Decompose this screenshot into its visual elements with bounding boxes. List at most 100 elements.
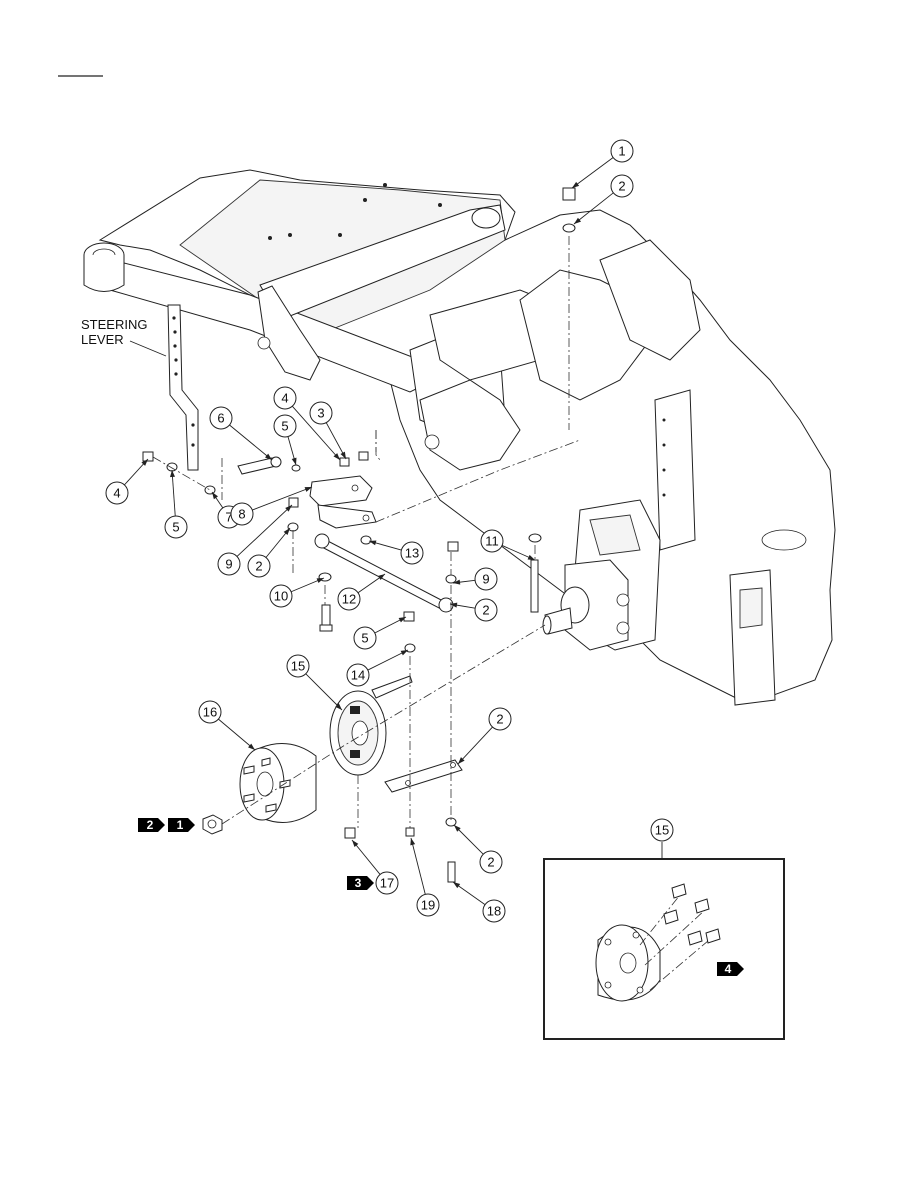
callout-arrowhead bbox=[335, 703, 342, 710]
pin-11 bbox=[530, 559, 539, 613]
callout-5: 5 bbox=[164, 469, 188, 539]
callout-bubble bbox=[105, 481, 129, 505]
callout-leader bbox=[171, 469, 176, 517]
bellcrank-plate bbox=[309, 475, 373, 507]
note-tag-1-text: 1 bbox=[177, 818, 184, 832]
callout-arrowhead bbox=[333, 453, 340, 460]
callout-number: 18 bbox=[487, 904, 501, 919]
callout-bubble bbox=[217, 552, 241, 576]
callout-arrowhead bbox=[574, 217, 582, 224]
callout-15: 15 bbox=[650, 818, 674, 842]
callout-4: 4 bbox=[273, 386, 341, 461]
callout-bubble bbox=[273, 386, 297, 410]
callout-leader bbox=[573, 192, 614, 225]
callout-arrowhead bbox=[283, 528, 290, 536]
callout-13: 13 bbox=[368, 540, 424, 565]
callout-number: 5 bbox=[172, 520, 179, 535]
callout-2: 2 bbox=[449, 598, 498, 622]
callout-bubble bbox=[286, 654, 310, 678]
callout-12: 12 bbox=[337, 573, 386, 611]
callout-2: 2 bbox=[457, 707, 512, 765]
steering-lever-label-line1: STEERING bbox=[81, 317, 147, 332]
callout-leader bbox=[218, 718, 256, 751]
callout-arrowhead bbox=[352, 840, 359, 848]
callout-leader bbox=[236, 504, 293, 557]
note-tag-3-text: 3 bbox=[355, 876, 362, 890]
callout-arrowhead bbox=[400, 650, 408, 656]
nut-1-top bbox=[562, 187, 576, 201]
callout-number: 6 bbox=[217, 411, 224, 426]
wheel-hub bbox=[202, 743, 317, 835]
steering-lever bbox=[167, 304, 199, 471]
callout-number: 16 bbox=[203, 705, 217, 720]
callout-number: 14 bbox=[351, 668, 365, 683]
callout-leader bbox=[367, 649, 409, 671]
nut-13 bbox=[403, 611, 415, 622]
washer-2-left bbox=[287, 522, 299, 532]
callout-number: 15 bbox=[655, 823, 669, 838]
washer-7 bbox=[204, 485, 216, 495]
nut-3-upper bbox=[358, 451, 369, 461]
callout-arrowhead bbox=[169, 470, 175, 478]
frame-cutout bbox=[761, 529, 807, 551]
callout-number: 17 bbox=[380, 876, 394, 891]
pivot-boss-body bbox=[83, 255, 125, 292]
callout-number: 13 bbox=[405, 546, 419, 561]
callout-16: 16 bbox=[198, 700, 256, 751]
washer-3-lower bbox=[360, 535, 372, 545]
washer-2-shaft bbox=[528, 533, 542, 543]
callout-1: 1 bbox=[571, 139, 634, 189]
steering-lever-leader bbox=[129, 340, 167, 357]
note-tag-bolt-17: 3 bbox=[347, 876, 374, 890]
detail-view: 4 bbox=[543, 842, 785, 1040]
callout-9: 9 bbox=[217, 504, 293, 576]
callout-number: 9 bbox=[482, 572, 489, 587]
callout-arrowhead bbox=[453, 882, 461, 889]
callout-number: 1 bbox=[618, 144, 625, 159]
callout-bubble bbox=[474, 598, 498, 622]
callout-arrowhead bbox=[453, 579, 461, 585]
callout-5: 5 bbox=[273, 414, 297, 466]
tie-rod-end-left bbox=[314, 533, 330, 549]
callout-bubble bbox=[209, 406, 233, 430]
callout-8: 8 bbox=[230, 486, 313, 526]
callout-bubble bbox=[337, 587, 361, 611]
callout-number: 5 bbox=[281, 419, 288, 434]
callout-arrowhead bbox=[285, 505, 292, 512]
callout-bubble bbox=[269, 584, 293, 608]
callout-number: 2 bbox=[496, 712, 503, 727]
callout-number: 2 bbox=[482, 603, 489, 618]
callout-arrowhead bbox=[572, 181, 580, 188]
callout-arrowhead bbox=[248, 743, 255, 750]
callout-11: 11 bbox=[480, 529, 536, 561]
callout-number: 4 bbox=[113, 486, 120, 501]
callout-9: 9 bbox=[452, 567, 498, 591]
callout-bubble bbox=[488, 707, 512, 731]
callout-bubble bbox=[480, 529, 504, 553]
callout-number: 2 bbox=[255, 559, 262, 574]
callout-bubble bbox=[416, 893, 440, 917]
callout-bubble bbox=[353, 626, 377, 650]
callout-leader bbox=[457, 726, 493, 765]
callout-bubble bbox=[610, 139, 634, 163]
callout-arrowhead bbox=[316, 578, 324, 584]
rail-end bbox=[471, 207, 501, 229]
callout-4: 4 bbox=[105, 458, 149, 505]
callout-arrowhead bbox=[212, 492, 219, 500]
callout-10: 10 bbox=[269, 577, 325, 608]
nut-9-left bbox=[288, 497, 299, 508]
callout-18: 18 bbox=[452, 881, 506, 923]
nut-9-right bbox=[447, 541, 459, 552]
note-tag-2 bbox=[138, 818, 165, 832]
note-tag-hub-nut: 2 1 bbox=[138, 818, 195, 832]
callout-number: 12 bbox=[342, 592, 356, 607]
bolt-17 bbox=[344, 827, 356, 839]
callout-arrowhead bbox=[304, 487, 312, 492]
callout-2: 2 bbox=[573, 174, 634, 225]
callout-number: 2 bbox=[618, 179, 625, 194]
brake-assembly bbox=[329, 675, 463, 883]
callout-number: 8 bbox=[238, 507, 245, 522]
nut-4-upper bbox=[339, 457, 350, 467]
callout-bubble bbox=[400, 541, 424, 565]
